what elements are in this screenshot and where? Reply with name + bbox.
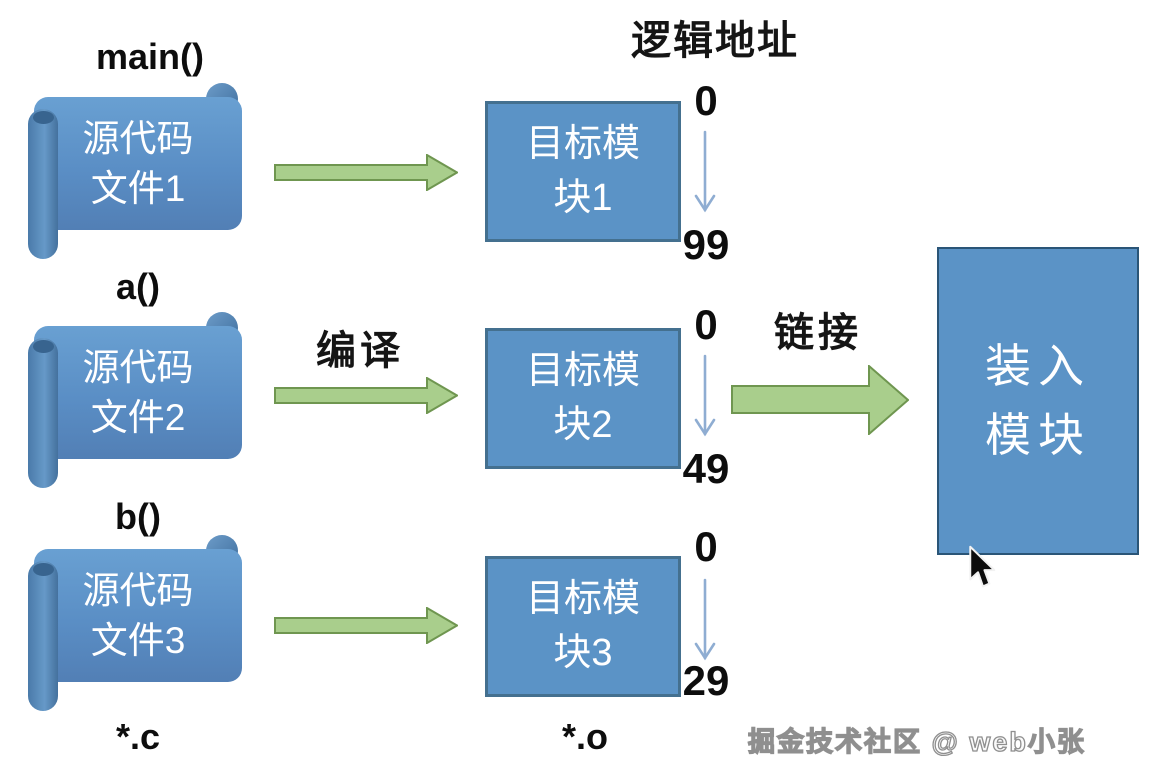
address-start-2: 0 [694,301,718,348]
address-range-arrow-3 [694,578,716,661]
scroll-roll-cap [33,111,54,124]
address-end-2: 49 [682,445,730,492]
address-range-arrow-2 [694,354,716,437]
link-label: 链接 [774,311,862,355]
address-start-1: 0 [694,77,718,124]
object-module-2: 目标模 块2 [485,328,681,469]
compile-arrow-1 [274,154,458,191]
source-file-label: 源代码 文件1 [82,117,194,209]
object-module-label: 目标模 块1 [525,123,640,219]
source-extension-label: *.c [115,716,161,757]
scroll-roll-cap [33,563,54,576]
address-start-3: 0 [694,523,718,570]
object-module-1: 目标模 块1 [485,101,681,242]
source-file-label: 源代码 文件2 [82,346,194,438]
watermark: 掘金技术社区 @ web小张 [747,726,1086,757]
scroll-roll-icon [28,561,58,711]
link-arrow [731,365,909,435]
object-module-3: 目标模 块3 [485,556,681,697]
source-file-scroll-2: 源代码 文件2 [28,312,246,490]
logical-address-title: 逻辑地址 [631,19,799,63]
address-end-1: 99 [682,221,730,268]
scroll-roll-icon [28,338,58,488]
scroll-roll-cap [33,340,54,353]
source-file-scroll-1: 源代码 文件1 [28,83,246,261]
object-module-label: 目标模 块2 [525,350,640,446]
source-file-label: 源代码 文件3 [82,569,194,661]
scroll-roll-icon [28,109,58,259]
object-module-label: 目标模 块3 [525,578,640,674]
compile-arrow-2 [274,377,458,414]
load-module-box: 装入 模块 [937,247,1139,555]
object-extension-label: *.o [561,716,608,757]
load-module-label: 装入 模块 [985,340,1091,461]
compile-label: 编译 [316,329,404,373]
address-end-3: 29 [682,657,730,704]
address-range-arrow-1 [694,130,716,213]
function-label-a: a() [116,266,160,307]
source-file-scroll-3: 源代码 文件3 [28,535,246,713]
function-label-main: main() [96,36,204,77]
compile-arrow-3 [274,607,458,644]
function-label-b: b() [115,496,161,537]
mouse-cursor-icon [969,545,996,588]
